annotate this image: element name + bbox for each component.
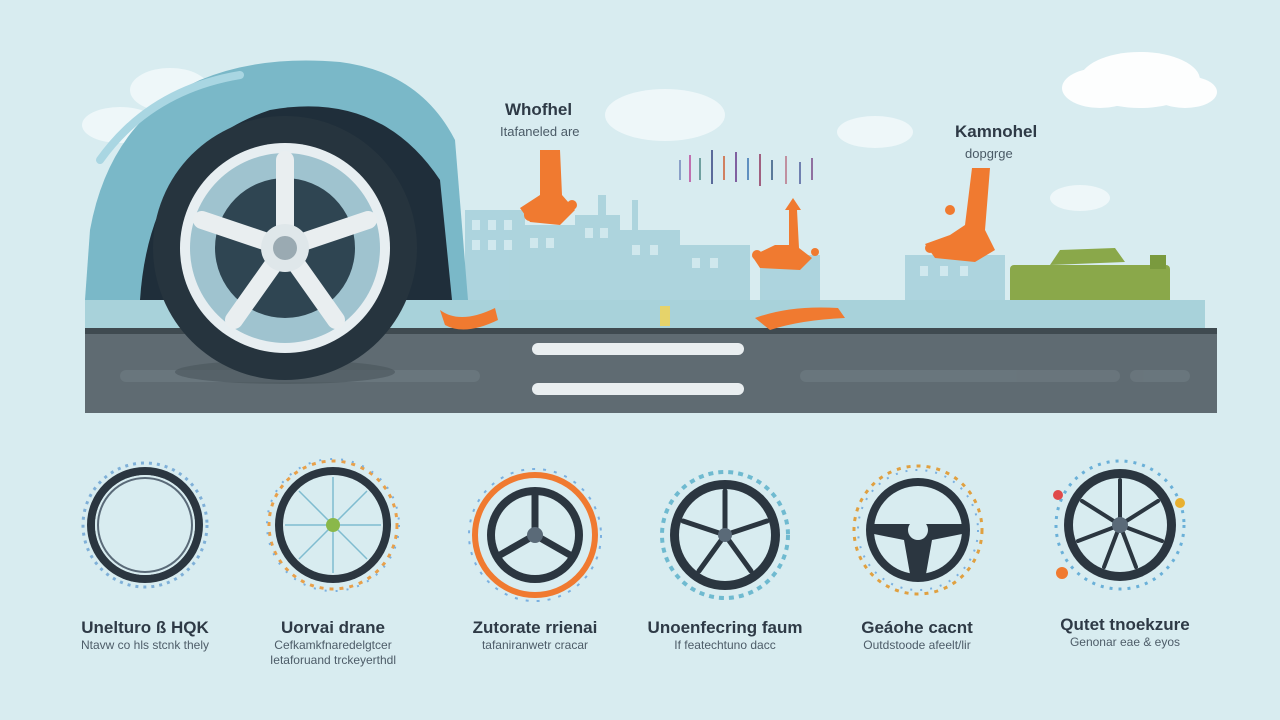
wheel-type-title: Geáohe cacnt [861,618,973,637]
callout-2-title: Kamnohel [955,122,1038,141]
wheel-type-subtitle: tafaniranwetr cracar [481,638,589,652]
wire-spoke-wheel-icon [266,458,400,592]
wheel-type-title: Uorvai drane [281,618,385,637]
steering-wheel-icon [852,464,984,596]
five-spoke-wheel-icon [660,470,790,600]
green-vehicle [1010,248,1170,305]
wheel-type-title: Zutorate rrienai [472,618,598,637]
road-lane-marks [532,343,744,395]
wheel-type-subtitle: Outdstoode afeelt/lir [863,638,971,652]
callout-1-subtitle: Itafaneled are [500,124,580,139]
wheel-type-subtitle: If featechtuno dacc [674,638,776,652]
three-spoke-wheel-icon [468,468,602,602]
wheel-type-title: Qutet tnoekzure [1060,615,1190,634]
wheel-type-subtitle: Ietaforuand trckeyerthdl [269,653,397,667]
callout-1-title: Whofhel [505,100,573,119]
wheel-type-title: Unelturo ß HQK [81,618,209,637]
multi-spoke-wheel-icon [1053,459,1186,591]
wheel-type-subtitle: Genonar eae & eyos [1069,635,1181,649]
wheel-type-3: Zutorate rrienai tafaniranwetr cracar [430,618,640,653]
wheel-type-5: Geáohe cacnt Outdstoode afeelt/lir [812,618,1022,653]
orange-splash-icon [440,150,995,330]
wheel-type-2: Uorvai drane Cefkamkfnaredelgtcer Ietafo… [228,618,438,668]
wheel-type-subtitle: Ntavw co hls stcnk thely [80,638,210,652]
wheel-types-row [81,458,1186,602]
hero-illustration [82,52,1217,413]
solid-ring-wheel-icon [81,461,209,589]
cloud-icon [1062,52,1217,108]
hero-wheel-icon [153,116,417,384]
wheel-type-subtitle: Cefkamkfnaredelgtcer [274,638,392,652]
callout-2-subtitle: dopgrge [965,146,1013,161]
wheel-type-title: Unoenfecring faum [647,618,803,637]
crowd-icon [679,150,813,186]
wheel-type-6: Qutet tnoekzure Genonar eae & eyos [1020,615,1230,650]
wheel-type-4: Unoenfecring faum If featechtuno dacc [620,618,830,653]
wheel-type-1: Unelturo ß HQK Ntavw co hls stcnk thely [40,618,250,653]
